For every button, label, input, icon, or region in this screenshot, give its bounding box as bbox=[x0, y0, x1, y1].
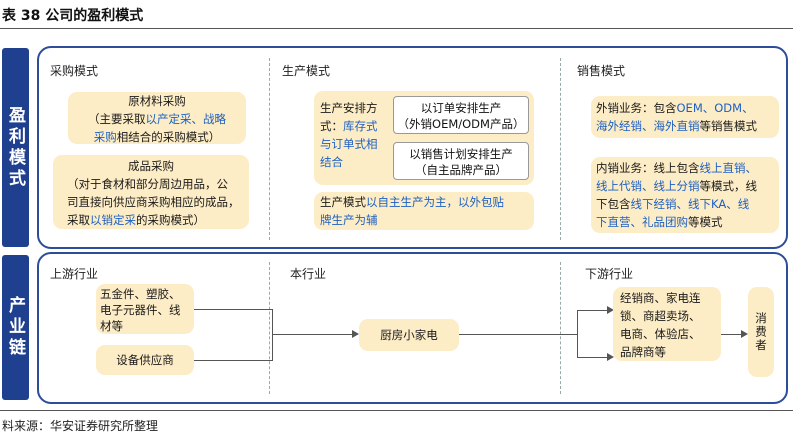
raw-material-title: 原材料采购 bbox=[128, 94, 186, 108]
connector-lower bbox=[577, 357, 607, 358]
section-sales: 销售模式 bbox=[577, 64, 626, 78]
domestic-line2: 线上代销、线上分销等模式，线 bbox=[596, 179, 757, 193]
source-note: 料来源：华安证券研究所整理 bbox=[2, 419, 159, 433]
order-production-line1: 以订单安排生产 bbox=[420, 101, 502, 115]
arrow-lower bbox=[607, 353, 614, 361]
divider-1 bbox=[269, 58, 270, 240]
prod-line3: 与订单式相 bbox=[320, 137, 378, 151]
consumer-label: 消费者 bbox=[754, 311, 768, 353]
export-sales-box: 外销业务：包含OEM、ODM、 海外经销、海外直销等销售模式 bbox=[591, 96, 779, 138]
finished-goods-line2: 司直接向供应商采购相应的成品， bbox=[67, 195, 240, 209]
finished-goods-line3: 采取以销定采的采购模式） bbox=[67, 213, 205, 227]
raw-material-line1: （主要采取以产定采、战略 bbox=[88, 112, 226, 126]
order-production-box: 以订单安排生产 （外销OEM/ODM产品） bbox=[393, 96, 529, 134]
bottom-rule bbox=[0, 410, 793, 411]
channels-line1: 经销商、家电连 bbox=[620, 291, 701, 305]
export-line1: 外销业务：包含OEM、ODM、 bbox=[596, 101, 754, 115]
plan-production-box: 以销售计划安排生产 （自主品牌产品） bbox=[393, 142, 529, 180]
channels-line3: 电商、体验店、 bbox=[620, 327, 701, 341]
channels-line4: 品牌商等 bbox=[620, 345, 666, 359]
equipment-supplier-box: 设备供应商 bbox=[96, 345, 194, 375]
supplier-materials-box: 五金件、塑胶、 电子元器件、线 材等 bbox=[96, 284, 194, 334]
arrow-upper bbox=[607, 306, 614, 314]
kitchen-appliance-box: 厨房小家电 bbox=[359, 319, 459, 351]
connector-to-consumer bbox=[721, 334, 742, 335]
domestic-line3: 下包含线下经销、线下KA、线 bbox=[596, 197, 750, 211]
prod-line2: 式：库存式 bbox=[320, 119, 378, 133]
supplier1-line1: 五金件、塑胶、 bbox=[100, 287, 181, 301]
top-rule bbox=[0, 28, 793, 29]
connector-vertical-left bbox=[272, 309, 273, 361]
domestic-sales-box: 内销业务：线上包含线上直销、 线上代销、线上分销等模式，线 下包含线下经销、线下… bbox=[591, 157, 779, 233]
finished-goods-box: 成品采购 （对于食材和部分周边用品，公 司直接向供应商采购相应的成品， 采取以销… bbox=[53, 155, 249, 229]
divider-2 bbox=[560, 58, 561, 240]
finished-goods-line1: （对于食材和部分周边用品，公 bbox=[67, 177, 228, 191]
divider-3 bbox=[269, 262, 270, 394]
section-downstream: 下游行业 bbox=[585, 267, 634, 281]
prod-mode-line1: 生产模式以自主生产为主，以外包贴 bbox=[320, 195, 504, 209]
supplier1-line3: 材等 bbox=[100, 319, 123, 333]
section-production: 生产模式 bbox=[282, 64, 331, 78]
divider-4 bbox=[560, 262, 561, 394]
equipment-supplier-label: 设备供应商 bbox=[116, 353, 174, 367]
export-line2: 海外经销、海外直销等销售模式 bbox=[596, 119, 757, 133]
production-mode-box: 生产模式以自主生产为主，以外包贴 牌生产为辅 bbox=[314, 192, 534, 230]
domestic-line4: 下直营、礼品团购等模式 bbox=[596, 215, 723, 229]
connector-from-center bbox=[459, 334, 577, 335]
section-upstream: 上游行业 bbox=[50, 267, 99, 281]
section-purchase: 采购模式 bbox=[50, 64, 99, 78]
connector-vertical-right bbox=[577, 310, 578, 358]
connector-to-center bbox=[272, 334, 352, 335]
arrow-to-center bbox=[352, 330, 359, 338]
supplier1-line2: 电子元器件、线 bbox=[100, 303, 181, 317]
side-label-profit-text: 盈利模式 bbox=[5, 105, 25, 190]
side-label-profit: 盈利模式 bbox=[2, 48, 29, 247]
section-industry: 本行业 bbox=[290, 267, 327, 281]
channels-line2: 锁、商超卖场、 bbox=[620, 309, 701, 323]
order-production-line2: （外销OEM/ODM产品） bbox=[397, 117, 525, 131]
arrow-to-consumer bbox=[741, 330, 748, 338]
plan-production-line2: （自主品牌产品） bbox=[415, 163, 507, 177]
connector-upper bbox=[577, 310, 607, 311]
connector-s2 bbox=[194, 360, 272, 361]
channels-box: 经销商、家电连 锁、商超卖场、 电商、体验店、 品牌商等 bbox=[613, 287, 721, 361]
kitchen-appliance-label: 厨房小家电 bbox=[380, 328, 438, 342]
plan-production-line1: 以销售计划安排生产 bbox=[409, 147, 513, 161]
prod-line1: 生产安排方 bbox=[320, 101, 378, 115]
domestic-line1: 内销业务：线上包含线上直销、 bbox=[596, 161, 757, 175]
connector-s1 bbox=[194, 309, 272, 310]
table-title: 表 38 公司的盈利模式 bbox=[2, 8, 144, 24]
finished-goods-title: 成品采购 bbox=[128, 159, 174, 173]
side-label-chain: 产业链 bbox=[2, 255, 29, 400]
consumer-box: 消费者 bbox=[748, 287, 774, 377]
raw-material-box: 原材料采购 （主要采取以产定采、战略 采购相结合的采购模式） bbox=[68, 92, 246, 144]
side-label-chain-text: 产业链 bbox=[5, 296, 25, 359]
raw-material-line2: 采购相结合的采购模式） bbox=[93, 130, 221, 144]
prod-line4: 结合 bbox=[320, 155, 343, 169]
prod-mode-line2: 牌生产为辅 bbox=[320, 213, 378, 227]
